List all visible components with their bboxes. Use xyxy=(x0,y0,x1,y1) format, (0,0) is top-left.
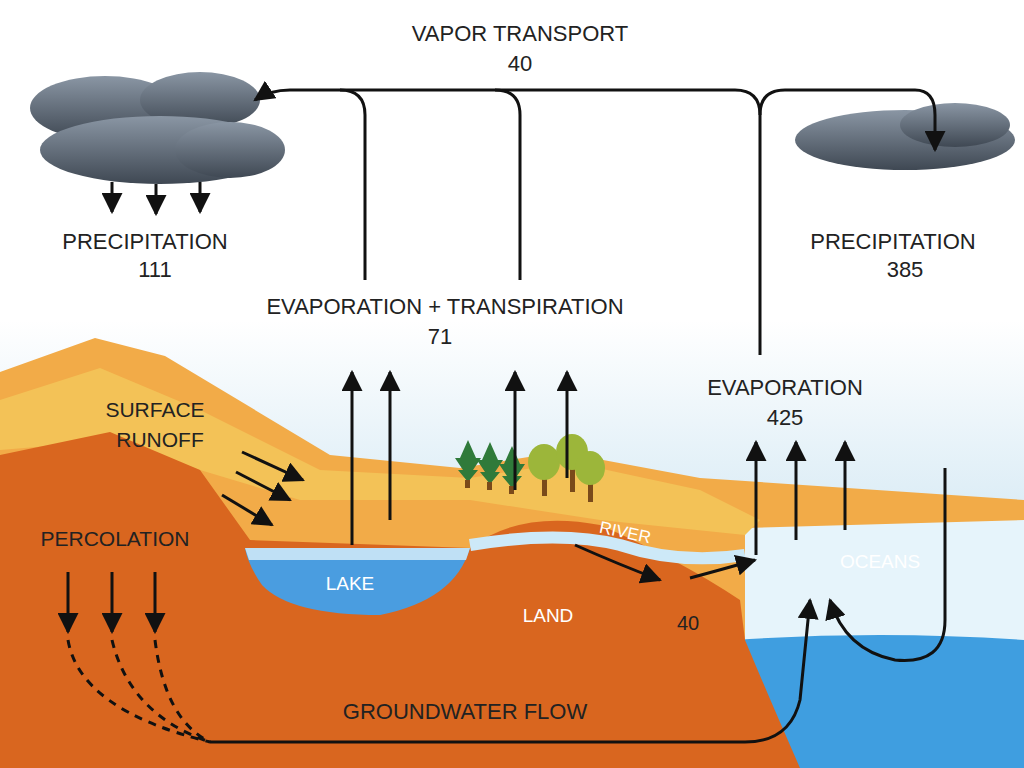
flow-name: PRECIPITATION xyxy=(810,230,975,254)
flow-value: 71 xyxy=(428,325,452,349)
flow-value: 385 xyxy=(887,258,924,282)
water-body-name: OCEANS xyxy=(840,552,920,573)
flow-name: EVAPORATION xyxy=(707,376,863,400)
region-name: LAND xyxy=(523,606,574,627)
process-name: GROUNDWATER FLOW xyxy=(343,700,587,724)
water-body-name: LAKE xyxy=(326,574,375,595)
flow-value: 40 xyxy=(508,52,532,76)
flow-value: 425 xyxy=(767,406,804,430)
process-name: RUNOFF xyxy=(116,428,204,451)
process-name: PERCOLATION xyxy=(41,527,190,550)
flow-name: EVAPORATION + TRANSPIRATION xyxy=(266,295,623,319)
flow-value: 40 xyxy=(677,612,699,634)
flow-name: VAPOR TRANSPORT xyxy=(412,22,628,46)
flow-name: PRECIPITATION xyxy=(62,230,227,254)
process-name: SURFACE xyxy=(105,398,204,421)
flow-value: 111 xyxy=(138,258,171,282)
